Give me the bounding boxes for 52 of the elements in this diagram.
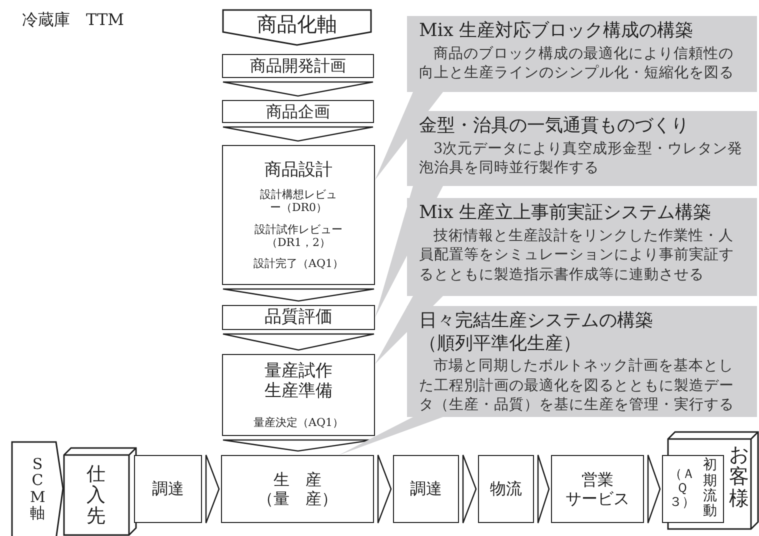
box-label: サービス xyxy=(566,489,630,508)
chevron-arrow xyxy=(205,454,220,524)
leader-wedge xyxy=(339,417,443,455)
callout-text: 3次元データにより真空成形金型・ウレタン発泡治具を同時並行製作する xyxy=(419,140,744,178)
process-box xyxy=(222,354,375,436)
callout-title: Mix 生産対応ブロック構成の構築 xyxy=(419,20,694,42)
block-box xyxy=(63,447,137,536)
callout-title: 金型・治具の一気通貫ものづくり xyxy=(419,115,690,138)
callout-box xyxy=(407,16,757,92)
axis-arrow-box xyxy=(222,9,372,46)
process-box xyxy=(222,54,374,78)
chevron-arrow xyxy=(222,81,374,97)
callout-text: 市場と同期したボルトネック計画を基本とした工程別計画の最適化を図るとともに製造データ（生産・品質）を基に生産を管理・実行する xyxy=(419,357,735,416)
box-label: お客様 xyxy=(729,443,749,509)
box-label: 設計試作レビュー（DR1，2） xyxy=(254,222,344,249)
chevron-arrow xyxy=(222,126,374,142)
callout-title: Mix 生産立上事前実証システム構築 xyxy=(419,202,712,224)
chevron-arrow xyxy=(647,454,661,524)
box-label: 量産決定（AQ1） xyxy=(254,416,344,429)
box-label: 商品開発計画 xyxy=(250,56,346,76)
box-label: 生 産 xyxy=(274,470,322,489)
box-label: 仕入先 xyxy=(86,464,106,527)
process-box xyxy=(222,100,374,123)
box-label: 量産試作 xyxy=(264,361,332,382)
chevron-arrow xyxy=(222,333,375,351)
box-label: （ＡＱ３） xyxy=(669,468,695,510)
axis-arrow-box xyxy=(11,441,64,536)
box-label: 商品化軸 xyxy=(257,12,337,36)
box-label: SCM軸 xyxy=(30,456,45,522)
box-label: 商品設計 xyxy=(264,160,332,180)
box-label: （量 産） xyxy=(258,489,338,508)
box-label: 物流 xyxy=(490,479,522,499)
callout-text: 商品のブロック構成の最適化により信頼性の向上と生産ラインのシンプル化・短縮化を図る xyxy=(419,44,735,84)
callout-text: 技術情報と生産設計をリンクした作業性・人員配置等をシミュレーションにより事前実証するとともに製造指示書作成等に連動させる xyxy=(419,226,735,285)
box-label: 調達 xyxy=(410,479,442,499)
box-label: 初期流動 xyxy=(703,458,717,520)
process-box xyxy=(222,305,375,330)
box-label: 生産準備 xyxy=(264,381,332,402)
callout-title: 日々完結生産システムの構築（順列平準化生産） xyxy=(419,310,654,355)
chevron-arrow xyxy=(537,454,550,524)
box-label: 調達 xyxy=(152,479,184,499)
diagram-title: 冷蔵庫 TTM xyxy=(22,10,124,31)
box-label: 品質評価 xyxy=(264,307,332,328)
chevron-arrow xyxy=(377,454,392,524)
process-box xyxy=(134,455,202,523)
chevron-arrow xyxy=(462,454,477,524)
box-label: 設計完了（AQ1） xyxy=(254,256,344,270)
box-label: 設計構想レビュー（DR0） xyxy=(259,188,338,215)
box-label: 営業 xyxy=(582,470,614,489)
chevron-arrow xyxy=(222,288,375,302)
box-label: 商品企画 xyxy=(266,102,330,122)
process-box xyxy=(222,145,375,285)
